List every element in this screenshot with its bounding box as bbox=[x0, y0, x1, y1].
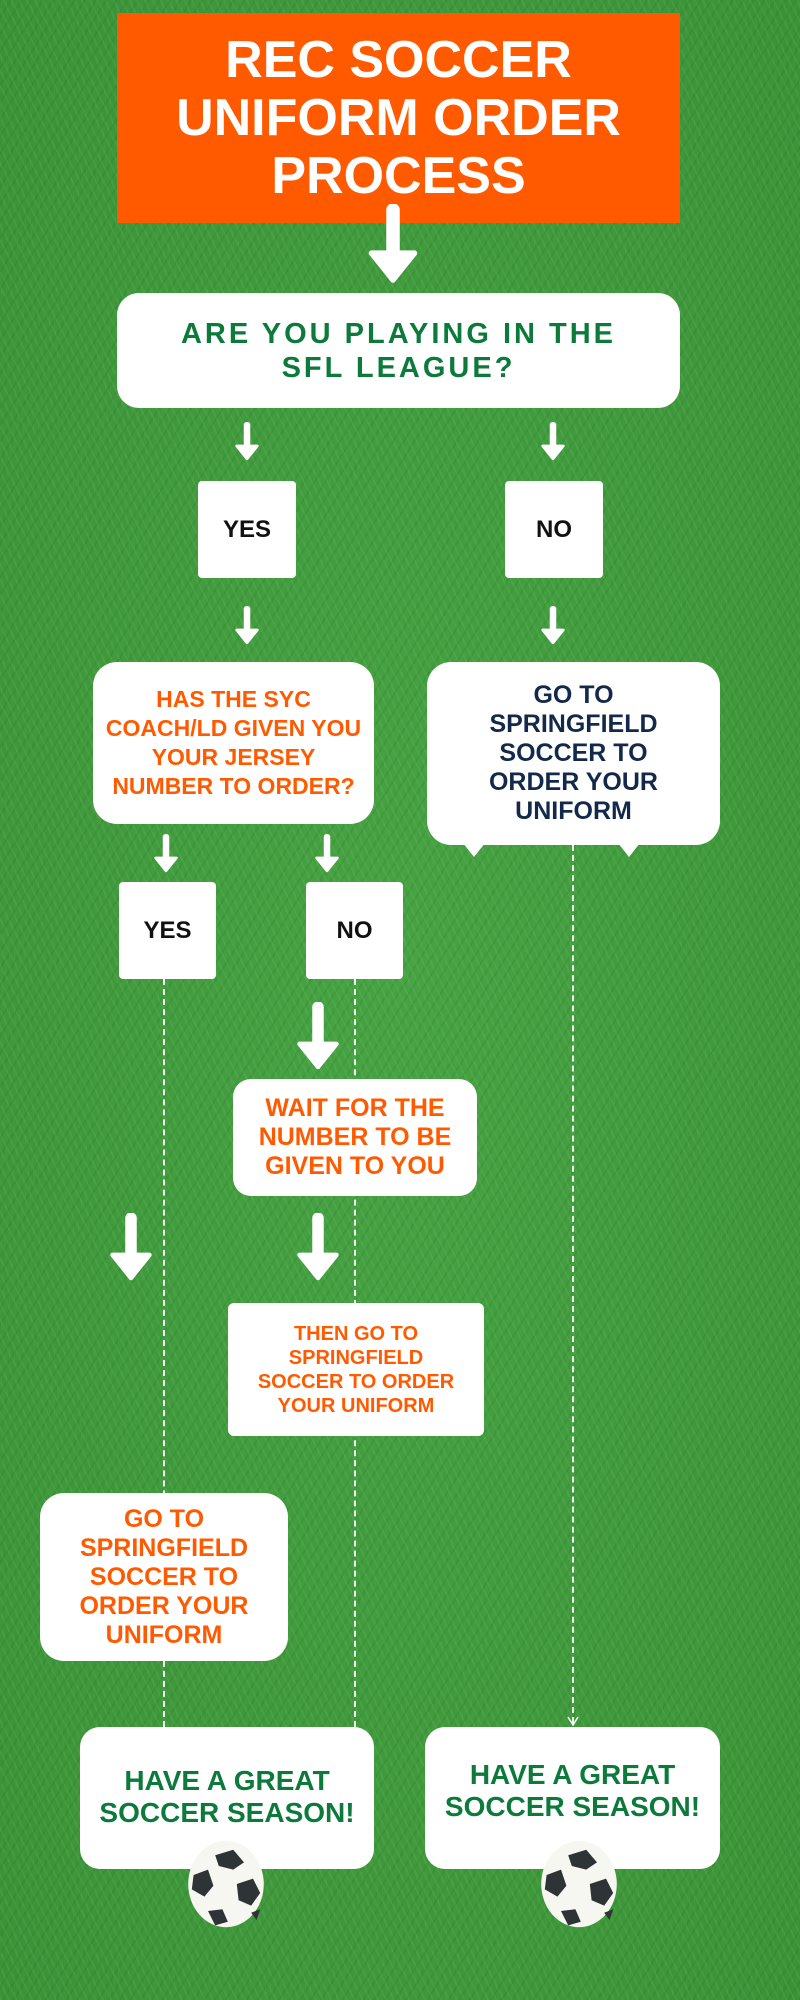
question-sfl-league: ARE YOU PLAYING IN THE SFL LEAGUE? bbox=[117, 293, 680, 408]
title-banner: REC SOCCER UNIFORM ORDER PROCESS bbox=[117, 13, 680, 223]
then-order-step: THEN GO TO SPRINGFIELD SOCCER TO ORDER Y… bbox=[228, 1303, 484, 1436]
page-title: REC SOCCER UNIFORM ORDER PROCESS bbox=[176, 31, 621, 205]
no-path-instruction: GO TO SPRINGFIELD SOCCER TO ORDER YOUR U… bbox=[427, 662, 720, 845]
answer-yes-jersey: YES bbox=[119, 882, 216, 979]
soccer-ball-icon bbox=[181, 1838, 271, 1930]
arrow-down-icon bbox=[366, 204, 420, 286]
answer-yes-sfl: YES bbox=[198, 481, 296, 578]
arrow-down-icon bbox=[234, 421, 260, 463]
wait-step: WAIT FOR THE NUMBER TO BE GIVEN TO YOU bbox=[233, 1079, 477, 1196]
answer-no-sfl: NO bbox=[505, 481, 603, 578]
question-jersey-number: HAS THE SYC COACH/LD GIVEN YOU YOUR JERS… bbox=[93, 662, 374, 824]
dashed-connector bbox=[572, 845, 574, 1723]
arrow-down-icon bbox=[295, 1002, 341, 1072]
speech-tail bbox=[463, 843, 485, 857]
arrow-down-icon bbox=[540, 605, 566, 647]
dashed-connector bbox=[163, 979, 165, 1727]
end-message-right: HAVE A GREAT SOCCER SEASON! bbox=[425, 1727, 720, 1869]
answer-no-jersey: NO bbox=[306, 882, 403, 979]
arrow-down-icon bbox=[234, 605, 260, 647]
arrow-down-icon bbox=[314, 832, 340, 876]
arrow-down-icon bbox=[153, 832, 179, 876]
speech-tail bbox=[618, 843, 640, 857]
yes-path-instruction: GO TO SPRINGFIELD SOCCER TO ORDER YOUR U… bbox=[40, 1493, 288, 1661]
arrow-down-icon bbox=[295, 1213, 341, 1283]
arrow-down-icon bbox=[108, 1213, 154, 1283]
arrow-down-icon bbox=[540, 421, 566, 463]
soccer-ball-icon bbox=[534, 1838, 624, 1930]
arrowhead-icon bbox=[567, 1716, 579, 1726]
